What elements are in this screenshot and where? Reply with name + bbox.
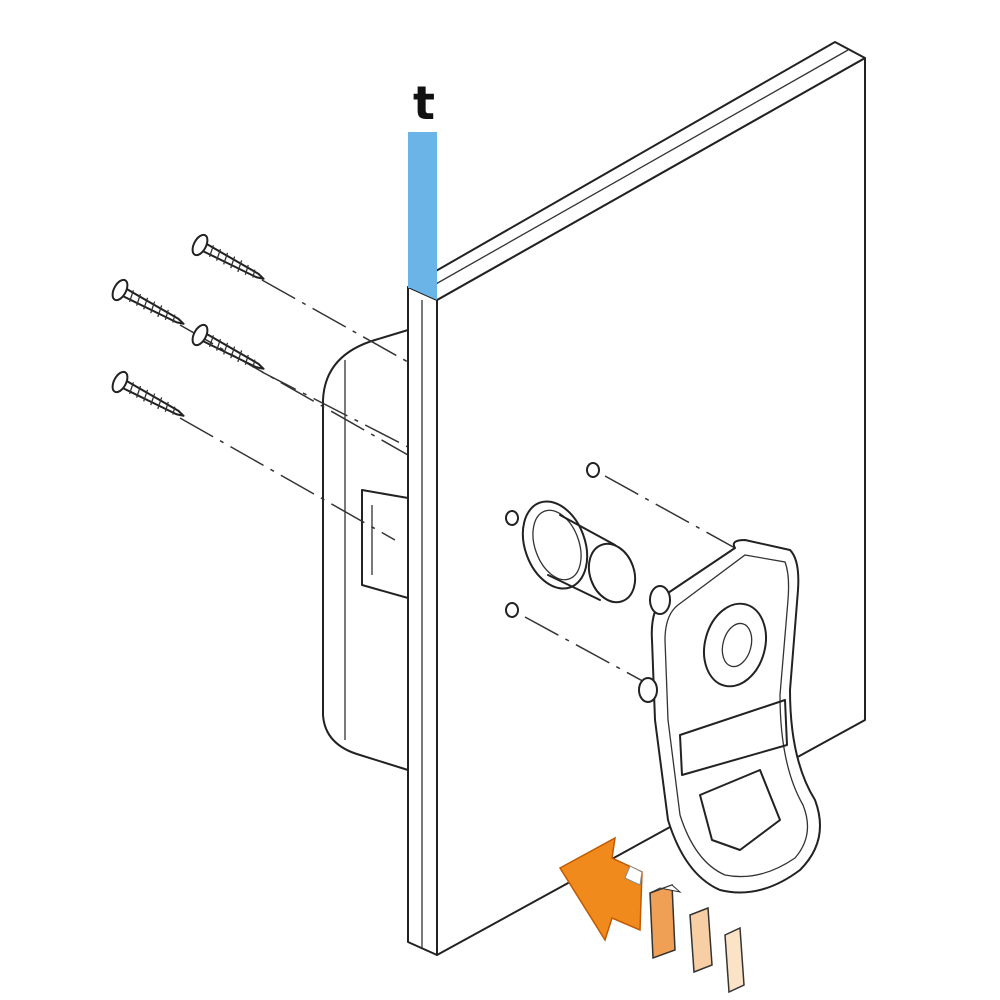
screw-icon xyxy=(191,233,265,280)
spacer-block-large xyxy=(649,883,682,960)
spacer-blocks xyxy=(649,883,745,994)
insert-direction-arrow-icon xyxy=(558,836,643,942)
spacer-block-medium xyxy=(689,906,713,974)
lock-cylinder xyxy=(521,500,637,604)
screws xyxy=(111,233,265,417)
screw-icon xyxy=(111,370,185,417)
lock-handle xyxy=(638,539,821,894)
screw-guide-lines xyxy=(179,279,409,541)
thickness-label: t xyxy=(413,76,435,130)
mounting-holes xyxy=(505,462,736,686)
thickness-indicator xyxy=(408,132,437,300)
spacer-block-small xyxy=(724,926,745,994)
lock-body xyxy=(322,329,409,771)
thickness-edge xyxy=(408,280,437,300)
thickness-bar xyxy=(408,132,437,288)
screw-icon xyxy=(191,323,265,370)
screw-icon xyxy=(111,278,185,325)
